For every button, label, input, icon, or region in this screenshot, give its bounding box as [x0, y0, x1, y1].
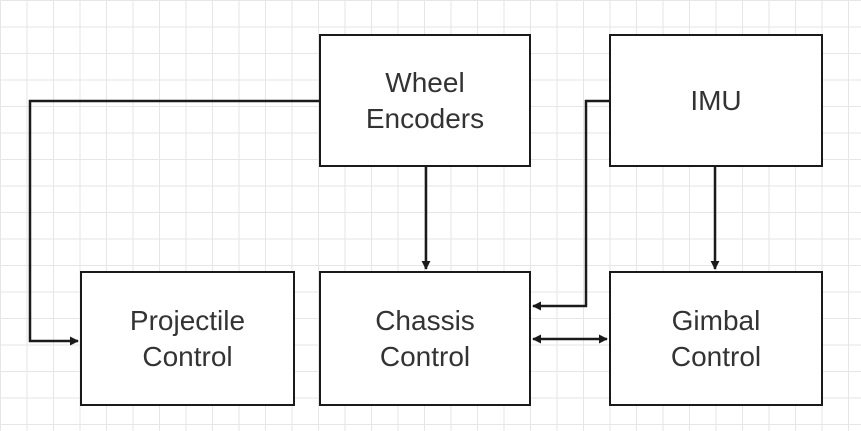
chassis-control-label: Chassis Control: [375, 304, 475, 372]
projectile-control-node[interactable]: Projectile Control: [80, 271, 295, 406]
imu-label: IMU: [690, 84, 742, 116]
wheel-encoders-node[interactable]: Wheel Encoders: [319, 34, 531, 167]
imu-node[interactable]: IMU: [609, 34, 823, 167]
chassis-control-node[interactable]: Chassis Control: [319, 271, 531, 406]
edge-wheel-to-projectile: [28, 99, 319, 346]
projectile-control-label: Projectile Control: [129, 304, 246, 372]
gimbal-control-node[interactable]: Gimbal Control: [609, 271, 823, 406]
gimbal-control-label: Gimbal Control: [670, 304, 762, 372]
edge-imu-to-chassis: [532, 99, 609, 311]
wheel-encoders-label: Wheel Encoders: [365, 66, 485, 134]
